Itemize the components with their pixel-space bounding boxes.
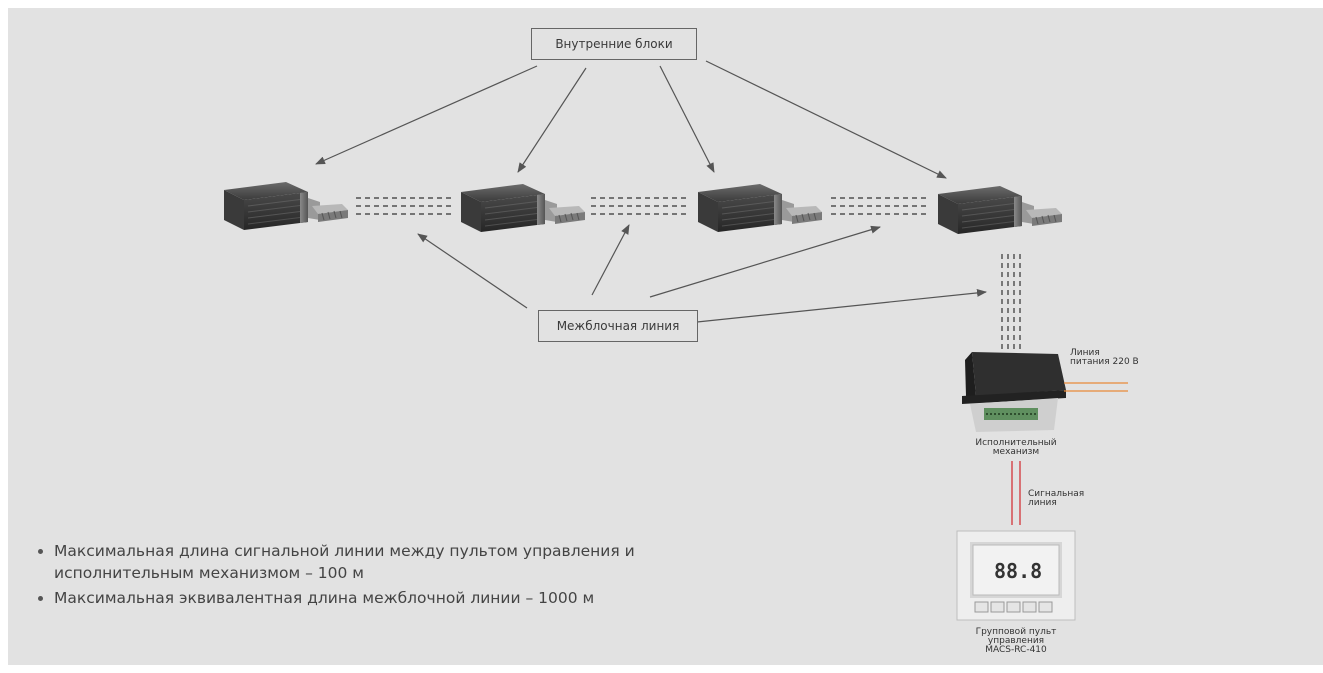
power-line-label-2: питания 220 В [1070, 357, 1139, 367]
bullet-icon [38, 549, 43, 554]
actuator-label-1: Исполнительный [975, 438, 1057, 448]
signal-line [1011, 461, 1021, 525]
controller-label: Групповой пульт управления MACS-RC-410 [954, 628, 1078, 655]
interunit-link-3 [831, 197, 927, 215]
note-text: Максимальная длина сигнальной линии межд… [54, 542, 635, 582]
indoor-unit-1-icon [223, 181, 349, 231]
note-text: Максимальная эквивалентная длина межблоч… [54, 589, 595, 607]
interunit-link-2 [591, 197, 687, 215]
power-line [1064, 382, 1128, 392]
indoor-unit-2-icon [460, 183, 586, 233]
interunit-line-label: Межблочная линия [538, 310, 698, 342]
note-item: Максимальная эквивалентная длина межблоч… [34, 587, 774, 609]
actuator-label: Исполнительный механизм [954, 439, 1078, 457]
controller-label-1: Групповой пульт [975, 627, 1057, 637]
signal-line-label-2: линия [1028, 498, 1057, 508]
note-item: Максимальная длина сигнальной линии межд… [34, 540, 774, 584]
signal-line-label: Сигнальная линия [1028, 490, 1084, 508]
notes-list: Максимальная длина сигнальной линии межд… [34, 540, 774, 609]
controller-label-3: MACS-RC-410 [985, 645, 1047, 655]
power-line-label: Линия питания 220 В [1070, 349, 1139, 367]
wall-controller-icon: 88.8 [956, 530, 1076, 621]
interunit-line-arrows [417, 224, 987, 323]
controller-display-text: 88.8 [994, 559, 1042, 583]
indoor-unit-4-icon [937, 185, 1063, 235]
interunit-link-1 [356, 197, 452, 215]
actuator-box-icon [962, 352, 1066, 432]
signal-line-label-1: Сигнальная [1028, 489, 1085, 499]
controller-label-2: управления [987, 636, 1045, 646]
interunit-link-vertical [1001, 254, 1021, 352]
indoor-units-label: Внутренние блоки [531, 28, 697, 60]
bullet-icon [38, 596, 43, 601]
indoor-unit-3-icon [697, 183, 823, 233]
indoor-units-arrows [315, 60, 947, 179]
power-line-label-1: Линия [1070, 348, 1100, 358]
actuator-label-2: механизм [992, 447, 1040, 457]
